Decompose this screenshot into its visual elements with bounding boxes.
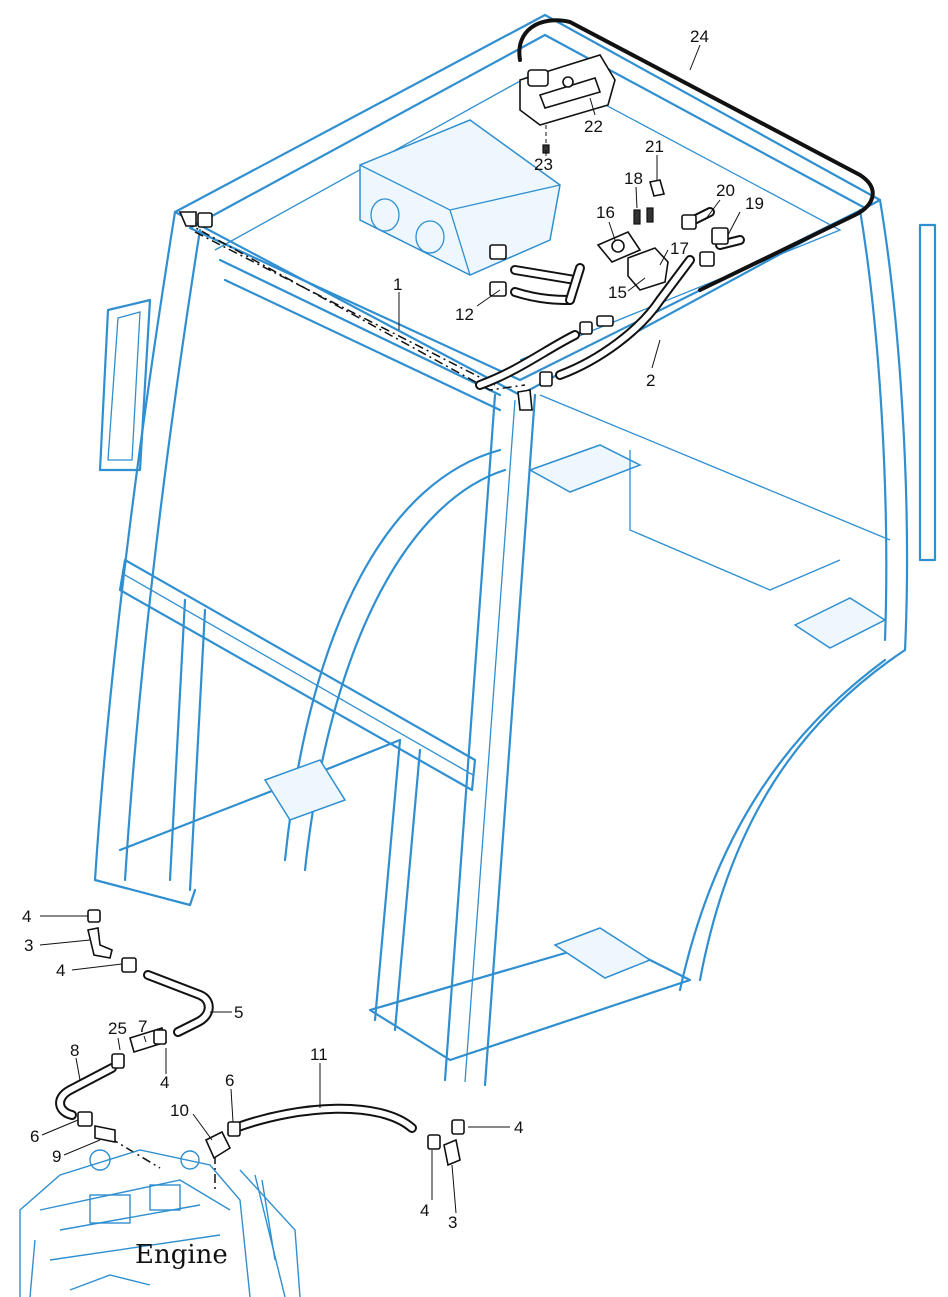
label-4-top-left: 4 (22, 907, 31, 926)
label-6-left: 6 (30, 1127, 39, 1146)
label-8: 8 (70, 1041, 79, 1060)
lower-fittings (77, 909, 465, 1167)
label-25: 25 (108, 1019, 127, 1038)
label-4-mid-left: 4 (56, 961, 65, 980)
label-1: 1 (393, 275, 402, 294)
label-3-top-left: 3 (24, 936, 33, 955)
label-2: 2 (646, 371, 655, 390)
label-11: 11 (310, 1045, 328, 1064)
label-23: 23 (534, 155, 553, 174)
label-16: 16 (596, 203, 615, 222)
label-10: 10 (170, 1101, 189, 1120)
lower-hoses (55, 970, 417, 1190)
label-21: 21 (645, 137, 664, 156)
label-15: 15 (608, 283, 627, 302)
label-4-lower-center: 4 (160, 1073, 169, 1092)
label-6-center: 6 (225, 1071, 234, 1090)
label-19: 19 (745, 194, 764, 213)
label-20: 20 (716, 181, 735, 200)
wire-harness-24 (517, 18, 875, 292)
label-18: 18 (624, 169, 643, 188)
label-7: 7 (138, 1017, 147, 1036)
engine-illustration (19, 1149, 301, 1297)
label-24: 24 (690, 27, 709, 46)
cab-frame (93, 13, 937, 1087)
roof-fittings (178, 179, 729, 411)
label-17: 17 (670, 239, 689, 258)
label-5: 5 (234, 1003, 243, 1022)
label-4-right: 4 (514, 1118, 523, 1137)
engine-label: Engine (135, 1240, 228, 1270)
label-12: 12 (455, 305, 474, 324)
label-3-bottom: 3 (448, 1213, 457, 1232)
label-22: 22 (584, 117, 603, 136)
leader-lines (39, 44, 741, 1214)
part-number-labels: 1 2 12 15 16 17 18 19 20 21 22 23 24 4 3… (22, 27, 764, 1232)
label-9: 9 (52, 1147, 61, 1166)
label-4-bottom: 4 (420, 1201, 429, 1220)
thermostat-switch-22 (519, 54, 616, 154)
